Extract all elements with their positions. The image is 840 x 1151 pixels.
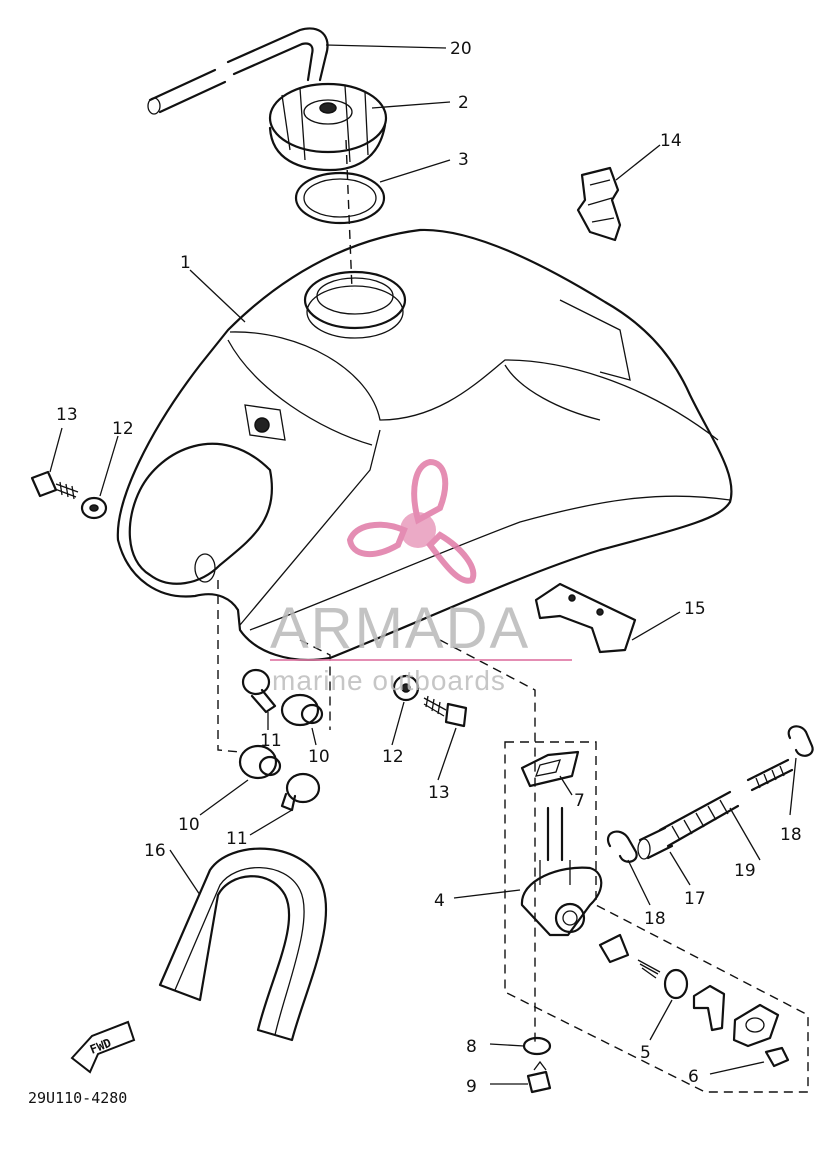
mount-line-right bbox=[299, 639, 331, 730]
small-spring bbox=[637, 959, 661, 979]
callout-8: 8 bbox=[466, 1037, 477, 1057]
lever bbox=[692, 984, 726, 1032]
cock-line bbox=[439, 639, 536, 1042]
spring-upper bbox=[746, 758, 794, 792]
callout-5: 5 bbox=[640, 1043, 651, 1063]
filter-cup bbox=[598, 933, 630, 964]
mount-line-left bbox=[217, 580, 241, 753]
callout-13-left: 13 bbox=[56, 405, 78, 425]
callout-6: 6 bbox=[688, 1067, 699, 1087]
fuel-cap bbox=[268, 82, 388, 172]
callout-18-upper: 18 bbox=[780, 825, 802, 845]
vent-hose bbox=[147, 27, 329, 115]
bolt-right bbox=[423, 695, 468, 728]
propeller-logo-icon bbox=[346, 458, 477, 584]
callout-7: 7 bbox=[574, 791, 585, 811]
fuel-tank bbox=[116, 228, 733, 661]
screw bbox=[764, 1046, 790, 1068]
fuel-cock bbox=[520, 806, 603, 937]
fwd-arrow-icon: FWD bbox=[70, 1020, 136, 1074]
callout-18-lower: 18 bbox=[644, 909, 666, 929]
callout-labels: 20 2 3 14 1 13 12 15 11 10 12 13 7 10 11… bbox=[56, 39, 802, 1097]
watermark-tagline: marine outboards bbox=[272, 665, 506, 696]
watermark-brand: ARMADA bbox=[270, 596, 530, 661]
fuel-hose bbox=[637, 826, 674, 860]
callout-11-upper: 11 bbox=[260, 731, 282, 751]
callout-16: 16 bbox=[144, 841, 166, 861]
hose-clip-lower bbox=[607, 830, 638, 863]
clip bbox=[576, 166, 622, 242]
cock-box bbox=[504, 741, 809, 1093]
damper-lower bbox=[238, 744, 282, 780]
drain-bolt bbox=[526, 1060, 552, 1094]
callout-12-right: 12 bbox=[382, 747, 404, 767]
callout-2: 2 bbox=[458, 93, 469, 113]
callout-10-lower: 10 bbox=[178, 815, 200, 835]
protector bbox=[158, 847, 328, 1042]
callout-1: 1 bbox=[180, 253, 191, 273]
callout-10-upper: 10 bbox=[308, 747, 330, 767]
leader-lines bbox=[49, 44, 797, 1085]
callout-9: 9 bbox=[466, 1077, 477, 1097]
watermark: ARMADA marine outboards bbox=[270, 458, 572, 696]
damper-upper bbox=[280, 693, 324, 727]
hose-clip-upper bbox=[787, 725, 814, 757]
cock-washer bbox=[522, 1036, 552, 1056]
drawing-code: 29U110-4280 bbox=[28, 1089, 127, 1107]
cock-gasket bbox=[520, 750, 580, 788]
o-ring bbox=[663, 968, 689, 1000]
callout-15: 15 bbox=[684, 599, 706, 619]
cover-plate bbox=[732, 1003, 780, 1048]
spring-lower bbox=[658, 790, 740, 848]
collar-upper bbox=[241, 668, 277, 714]
callout-19: 19 bbox=[734, 861, 756, 881]
callout-11-lower: 11 bbox=[226, 829, 248, 849]
bolt-left bbox=[30, 470, 79, 500]
callout-3: 3 bbox=[458, 150, 469, 170]
collar-lower bbox=[280, 772, 321, 812]
cap-line bbox=[345, 139, 353, 291]
washer-right bbox=[392, 674, 420, 702]
callout-12-left: 12 bbox=[112, 419, 134, 439]
cap-gasket bbox=[294, 171, 386, 225]
callout-20: 20 bbox=[450, 39, 472, 59]
callout-13-right: 13 bbox=[428, 783, 450, 803]
bracket bbox=[534, 582, 637, 654]
callout-4: 4 bbox=[434, 891, 445, 911]
washer-left bbox=[80, 496, 108, 520]
callout-17: 17 bbox=[684, 889, 706, 909]
callout-14: 14 bbox=[660, 131, 682, 151]
